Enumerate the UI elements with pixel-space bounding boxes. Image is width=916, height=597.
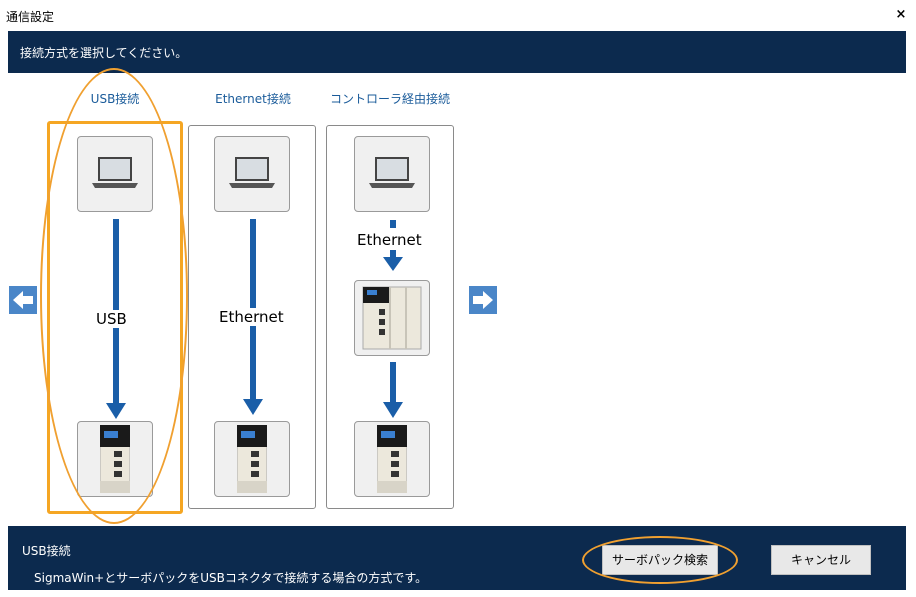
info-bar: USB接続 SigmaWin+とサーボパックをUSBコネクタで接続する場合の方式… [8, 526, 906, 590]
arrow-right-icon[interactable] [469, 286, 497, 314]
servopack-device [354, 421, 430, 497]
option-label-usb[interactable]: USB接続 [90, 92, 140, 106]
connection-arrow-2 [383, 362, 403, 418]
instruction-text: 接続方式を選択してください。 [20, 46, 188, 60]
info-description: SigmaWin+とサーボパックをUSBコネクタで接続する場合の方式です。 [34, 571, 428, 585]
laptop-icon [92, 157, 138, 188]
laptop-icon [369, 157, 415, 188]
servopack-search-button[interactable]: サーボパック検索 [602, 545, 718, 575]
info-title: USB接続 [22, 544, 71, 558]
connection-arrow [383, 220, 403, 271]
pc-device [354, 136, 430, 212]
close-icon[interactable]: × [895, 7, 907, 22]
servopack-icon [237, 425, 267, 493]
pc-device [214, 136, 290, 212]
option-label-ethernet[interactable]: Ethernet接続 [215, 92, 291, 106]
option-label-controller[interactable]: コントローラ経由接続 [329, 92, 450, 106]
title-bar: 通信設定 × [0, 0, 916, 30]
instruction-bar: 接続方式を選択してください。 [8, 31, 906, 73]
option-card-controller[interactable]: Ethernet [326, 125, 454, 509]
servopack-device [214, 421, 290, 497]
connection-label: USB [94, 310, 129, 328]
servopack-device [77, 421, 153, 497]
controller-device [354, 280, 430, 356]
connection-label: Ethernet [355, 231, 424, 249]
laptop-icon [229, 157, 275, 188]
connection-label: Ethernet [217, 308, 286, 326]
cancel-button[interactable]: キャンセル [771, 545, 871, 575]
pc-device [77, 136, 153, 212]
servopack-icon [100, 425, 130, 493]
servopack-icon [377, 425, 407, 493]
arrow-left-icon[interactable] [9, 286, 37, 314]
controller-icon [362, 286, 422, 350]
option-card-usb[interactable]: USB [47, 121, 183, 514]
option-card-ethernet[interactable]: Ethernet [188, 125, 316, 509]
window-title: 通信設定 [6, 10, 55, 24]
